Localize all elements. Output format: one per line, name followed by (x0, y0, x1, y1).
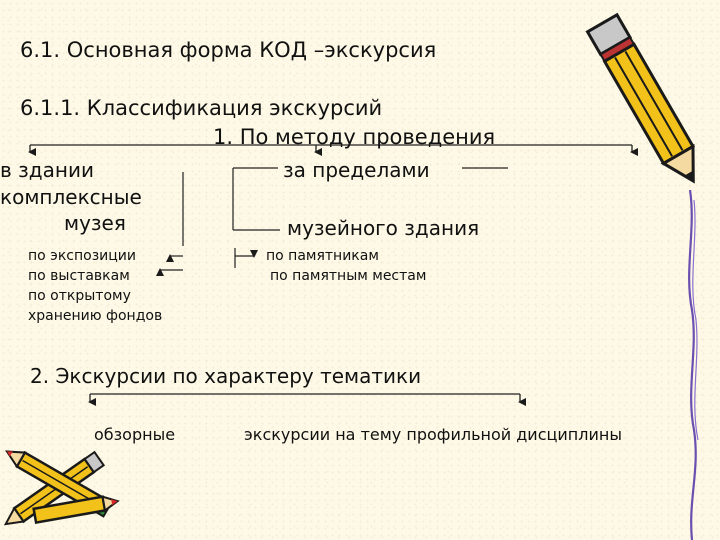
left-item-3: хранению фондов (28, 308, 163, 324)
left-branch-line3: музея (64, 211, 126, 235)
character-right: экскурсии на тему профильной дисциплины (244, 425, 622, 444)
method-heading: 1. По методу проведения (213, 125, 496, 149)
left-item-0: по экспозиции (28, 248, 136, 264)
right-item-0: по памятникам (266, 248, 379, 264)
left-item-1: по выставкам (28, 268, 130, 284)
right-border-decoration (688, 190, 699, 540)
pencil-large-icon (585, 12, 696, 184)
right-branch-line1: за пределами (283, 158, 430, 182)
right-item-1: по памятным местам (270, 268, 427, 284)
character-heading: 2. Экскурсии по характеру тематики (30, 364, 422, 388)
left-branch-line2: комплексные (0, 185, 142, 209)
slide-title: 6.1. Основная форма КОД –экскурсия (20, 38, 437, 62)
left-item-2: по открытому (28, 288, 131, 304)
slide-subtitle: 6.1.1. Классификация экскурсий (20, 96, 383, 120)
left-branch-line1: в здании (0, 158, 94, 182)
character-left: обзорные (94, 425, 176, 444)
right-branch-line2: музейного здания (287, 216, 480, 240)
crossed-pencils-icon (3, 450, 120, 526)
